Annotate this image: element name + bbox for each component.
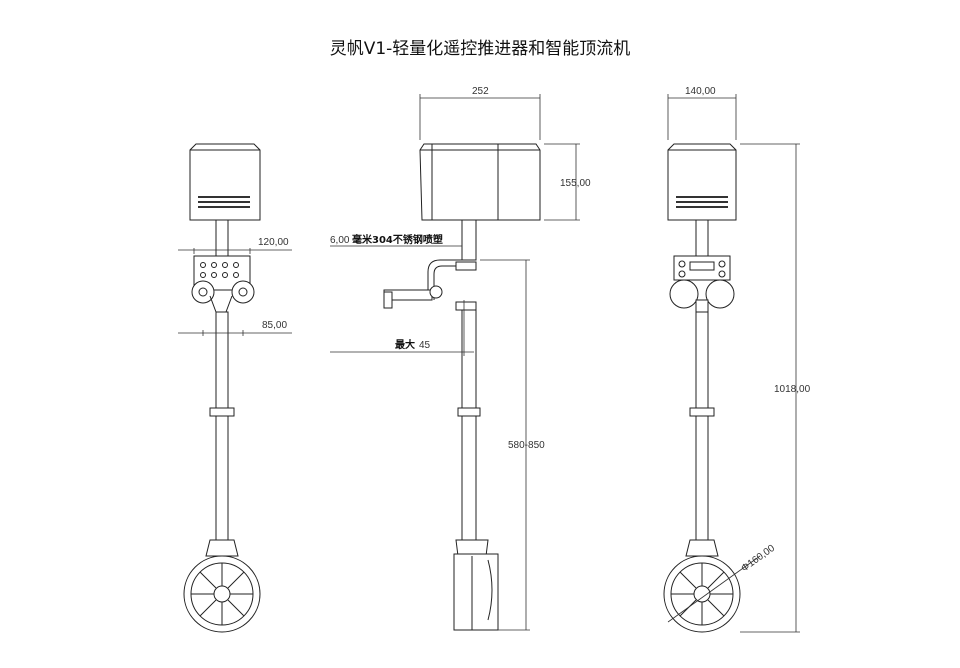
clamp-width-label: 85,00 [262,320,287,331]
wheel-spokes [191,563,253,625]
total-height-label: 1018,00 [774,384,811,395]
back-dimensions [667,94,800,633]
side-dimensions [330,94,580,631]
drawing-title: 灵帆V1-轻量化遥控推进器和智能顶流机 [329,39,631,59]
front-dimensions [178,248,292,336]
front-view [178,143,292,633]
bracket-width-label: 120,00 [258,237,289,248]
material-label: 毫米304不锈钢喷塑 [352,233,443,246]
back-view [663,94,800,633]
max-value: 45 [419,340,431,351]
back-wheel-spokes [671,563,733,625]
back-width-label: 140,00 [685,86,716,97]
side-width-label: 252 [472,86,489,97]
max-prefix: 最大 [395,338,415,351]
bracket-bolts [200,262,239,278]
material-prefix: 6,00 [330,235,350,246]
box-height-label: 155,00 [560,178,591,189]
adjust-range-label: 580-850 [508,440,545,451]
back-vent-grille [676,196,728,208]
wheel-diameter-label: Φ160,00 [739,543,777,575]
vent-grille [198,196,250,208]
side-view [330,94,580,631]
